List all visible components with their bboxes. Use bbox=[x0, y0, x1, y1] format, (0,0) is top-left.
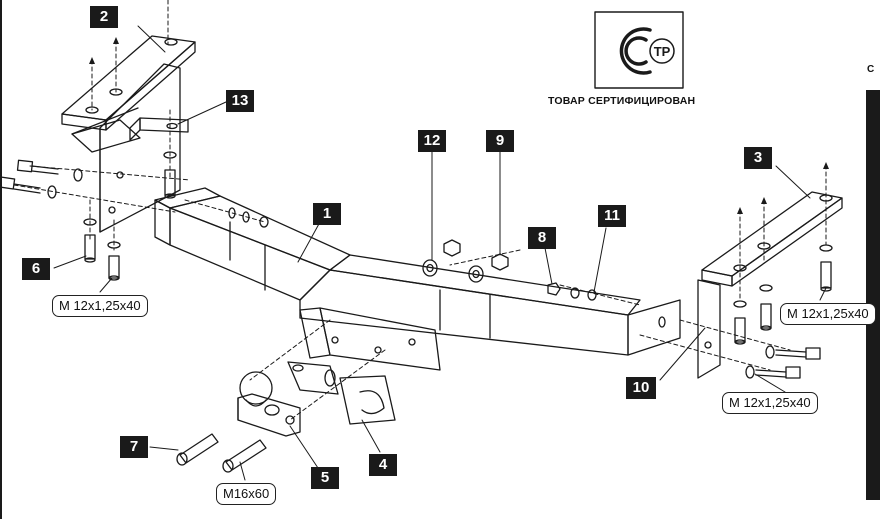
certificate-logo-icon: ТР bbox=[649, 38, 675, 64]
part-label-2: 2 bbox=[90, 6, 118, 28]
part-label-1: 1 bbox=[313, 203, 341, 225]
long-bolts bbox=[176, 433, 267, 473]
certificate-box bbox=[594, 11, 684, 89]
socket-plate bbox=[287, 361, 396, 425]
right-bracket bbox=[697, 191, 843, 379]
part-label-7: 7 bbox=[120, 436, 148, 458]
part-label-5: 5 bbox=[311, 467, 339, 489]
svg-text:ТР: ТР bbox=[654, 44, 671, 59]
tow-ball-assembly bbox=[237, 371, 301, 437]
bolt-size-label-right-upper: М 12x1,25x40 bbox=[780, 303, 876, 325]
part-label-8: 8 bbox=[528, 227, 556, 249]
part-label-3: 3 bbox=[744, 147, 772, 169]
bolt-size-label-ball: M16x60 bbox=[216, 483, 277, 505]
side-label: С bbox=[867, 64, 875, 75]
small-bracket bbox=[129, 117, 189, 141]
part-label-4: 4 bbox=[369, 454, 397, 476]
main-crossbeam bbox=[154, 187, 681, 356]
ball-mount-plate bbox=[299, 307, 441, 371]
left-bracket bbox=[61, 35, 196, 233]
right-side-bolts bbox=[745, 345, 821, 379]
leader-lines bbox=[53, 25, 827, 481]
part-label-9: 9 bbox=[486, 130, 514, 152]
part-label-6: 6 bbox=[22, 258, 50, 280]
part-label-13: 13 bbox=[226, 90, 254, 112]
side-strip bbox=[866, 90, 880, 500]
bolt-size-label-left: М 12x1,25x40 bbox=[52, 295, 148, 317]
part-label-11: 11 bbox=[598, 205, 626, 227]
part-label-10: 10 bbox=[626, 377, 656, 399]
bolt-size-label-right-lower: М 12x1,25x40 bbox=[722, 392, 818, 414]
right-vertical-bolts bbox=[733, 244, 833, 345]
certificate-text: ТОВАР СЕРТИФИЦИРОВАН bbox=[548, 95, 696, 107]
left-side-bolts bbox=[0, 159, 83, 199]
left-vertical-bolts bbox=[83, 151, 177, 281]
part-label-12: 12 bbox=[418, 130, 446, 152]
left-beam-fasteners bbox=[228, 207, 269, 228]
